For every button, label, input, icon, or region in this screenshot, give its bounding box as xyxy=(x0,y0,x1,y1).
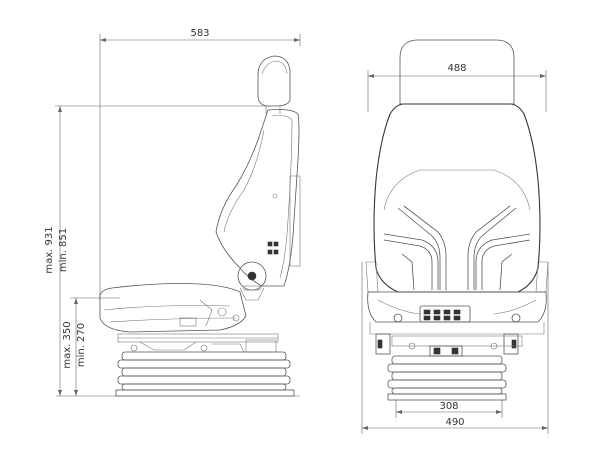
dimension-overall-height: max. 931 min. 851 xyxy=(44,105,270,396)
side-backrest xyxy=(215,109,301,287)
side-recliner-mechanism xyxy=(217,261,267,322)
dimension-headrest-width: 488 xyxy=(367,63,547,112)
overall-width-label: 490 xyxy=(445,417,464,428)
side-bellows xyxy=(115,351,295,397)
front-backrest xyxy=(365,103,549,293)
headrest-width-label: 488 xyxy=(447,63,466,74)
front-bellows xyxy=(387,355,507,401)
side-slide-rails xyxy=(117,333,279,353)
front-seat-cushion xyxy=(367,291,547,323)
backrest-emboss-pattern xyxy=(383,205,531,291)
side-headrest xyxy=(257,55,291,114)
height-min-label: min. 851 xyxy=(58,228,69,272)
front-base-slides xyxy=(369,322,545,357)
front-view: 488 xyxy=(361,39,549,434)
dimension-base-width: 308 xyxy=(395,400,503,418)
dimension-overall-depth: 583 xyxy=(99,28,301,300)
dimension-seat-height: max. 350 min. 270 xyxy=(56,297,300,397)
side-seat-cushion xyxy=(99,283,247,333)
base-width-label: 308 xyxy=(439,401,458,412)
seat-height-max-label: max. 350 xyxy=(62,321,73,368)
side-view: 583 max. 931 min. 851 max. 350 min. 270 xyxy=(44,28,301,397)
overall-depth-label: 583 xyxy=(190,28,209,39)
height-max-label: max. 931 xyxy=(44,226,55,273)
front-headrest xyxy=(399,39,515,105)
dimension-overall-width: 490 xyxy=(361,262,549,434)
seat-height-min-label: min. 270 xyxy=(76,323,87,367)
